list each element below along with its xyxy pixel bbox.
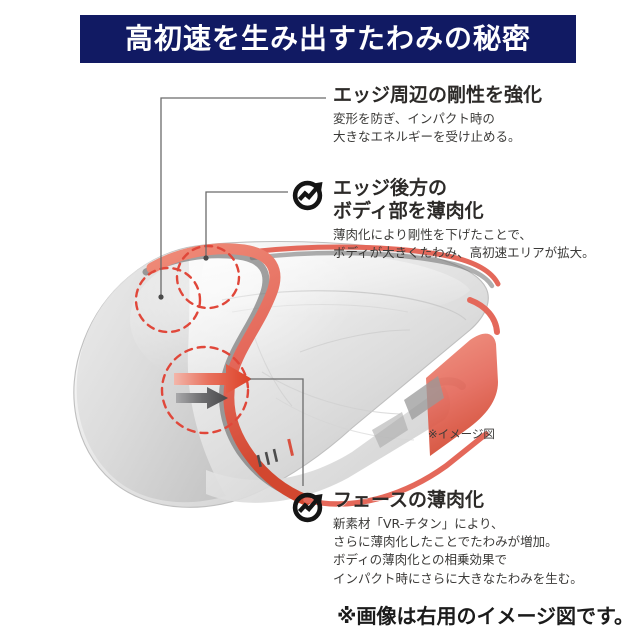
leader-lines <box>158 97 326 486</box>
page-title: 高初速を生み出すたわみの秘密 <box>124 22 531 55</box>
annotation-body-line: 新素材「VR-チタン」により、 <box>333 516 504 532</box>
annotation-body-line: 変形を防ぎ、インパクト時の <box>333 111 495 127</box>
red-section-profile <box>146 243 501 507</box>
annotation-body-line: 薄肉化により剛性を下げたことで、 <box>333 227 532 243</box>
leader-line-body-thinning <box>205 191 288 258</box>
annotation-body-line: ボディの薄肉化との相乗効果で <box>333 552 508 568</box>
gray-deflection-arrow <box>176 387 228 409</box>
deflection-arrows <box>174 364 252 409</box>
face-score-lines <box>256 438 294 468</box>
annotation-heading: エッジ後方の ボディ部を薄肉化 <box>333 177 595 223</box>
dashed-circle-crown-right <box>175 244 241 310</box>
annotation-body-line: ボディが大きくたわみ、高初速エリアが拡大。 <box>333 245 595 261</box>
annotation-body: 新素材「VR-チタン」により、 さらに薄肉化したことでたわみが増加。 ボディの薄… <box>333 515 583 588</box>
footnote-note: ※画像は右用のイメージ図です。 <box>337 604 635 628</box>
red-deflection-arrow <box>174 364 252 394</box>
image-caption: ※イメージ図 <box>428 427 495 441</box>
club-head-shell <box>73 240 489 508</box>
annotation-body: 変形を防ぎ、インパクト時の 大きなエネルギーを受け止める。 <box>333 110 542 146</box>
leader-line-edge-rigidity <box>160 97 326 297</box>
annotation-edge-rigidity: エッジ周辺の剛性を強化 変形を防ぎ、インパクト時の 大きなエネルギーを受け止める… <box>333 84 542 146</box>
annotation-body-line: さらに薄肉化したことでたわみが増加。 <box>333 534 558 550</box>
annotation-heading: エッジ周辺の剛性を強化 <box>333 84 543 106</box>
annotation-heading-line: ボディ部を薄肉化 <box>333 200 484 223</box>
dashed-callout-circles <box>134 244 250 435</box>
annotation-heading: フェースの薄肉化 <box>333 489 485 511</box>
annotation-face-thinning: フェースの薄肉化 新素材「VR-チタン」により、 さらに薄肉化したことでたわみが… <box>333 489 583 588</box>
annotation-body-line: 大きなエネルギーを受け止める。 <box>333 129 521 145</box>
annotation-body: 薄肉化により剛性を下げたことで、 ボディが大きくたわみ、高初速エリアが拡大。 <box>333 226 595 262</box>
dashed-circle-face-flex <box>160 345 250 435</box>
trend-arrow-circle-icon <box>292 492 323 523</box>
annotation-heading-line: エッジ後方の <box>333 177 448 199</box>
annotation-body-thinning: エッジ後方の ボディ部を薄肉化 薄肉化により剛性を下げたことで、 ボディが大きく… <box>333 177 595 263</box>
annotation-body-line: インパクト時にさらに大きなたわみを生む。 <box>333 570 583 586</box>
leader-line-face-thinning <box>250 378 304 486</box>
title-banner: 高初速を生み出すたわみの秘密 <box>80 15 576 63</box>
trend-arrow-circle-icon <box>292 180 323 211</box>
dashed-circle-crown-left <box>134 266 202 334</box>
